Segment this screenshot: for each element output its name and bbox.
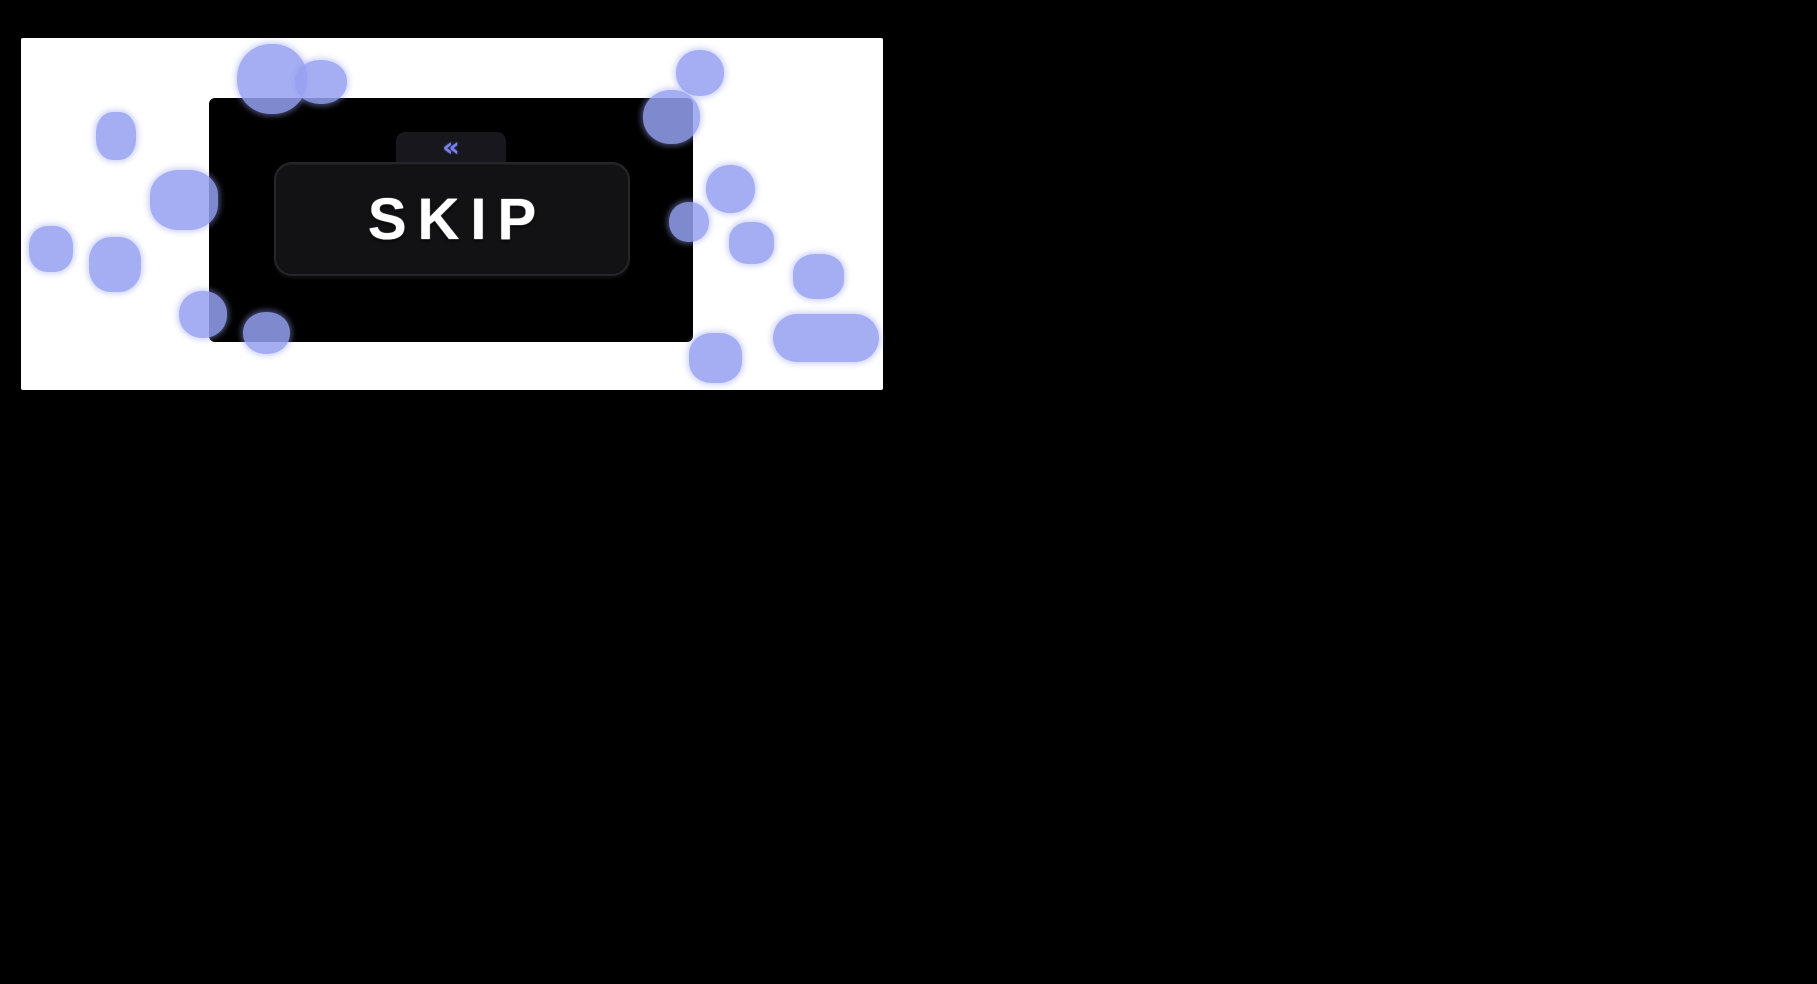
skip-button-label: SKIP [367, 186, 548, 252]
game-viewport: « SKIP [21, 38, 883, 390]
skip-button[interactable]: SKIP [274, 162, 630, 276]
double-chevron-left-icon: « [442, 132, 460, 163]
cutscene-overlay: « SKIP [209, 98, 693, 342]
